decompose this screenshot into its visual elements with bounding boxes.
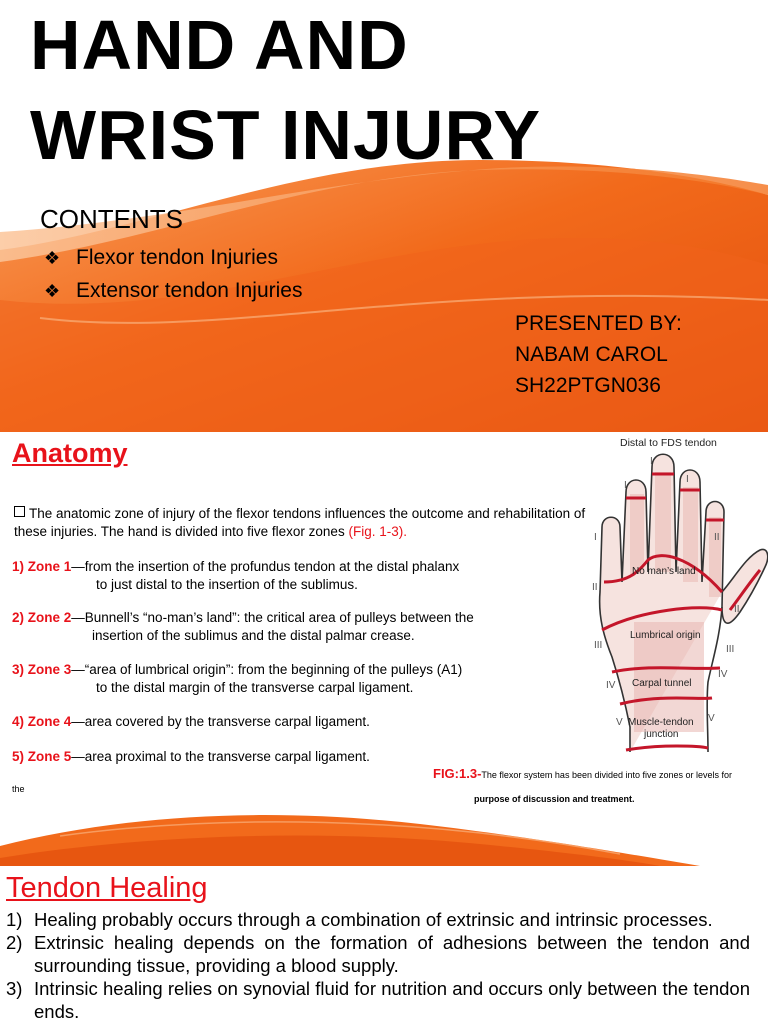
tendon-healing-slide: Tendon Healing 1) Healing probably occur… [0,866,768,1024]
list-item: 2) Extrinsic healing depends on the form… [6,931,750,977]
svg-text:III: III [726,644,734,655]
svg-text:I: I [624,480,627,491]
stray-text: the [12,784,25,794]
hand-flexor-zones-diagram: Distal to FDS tendon No man’s land Lumbr… [592,437,768,753]
zone-text: —“area of lumbrical origin”: from the be… [71,662,463,677]
presenter-id: SH22PTGN036 [515,374,661,397]
anatomy-slide: Anatomy The anatomic zone of injury of t… [0,432,768,866]
svg-text:IV: IV [718,669,728,680]
list-text: Extrinsic healing depends on the formati… [34,932,750,976]
title-slide: HAND AND WRIST INJURY CONTENTS ❖ Flexor … [0,0,768,432]
svg-text:V: V [616,717,623,728]
diamond-bullet-icon: ❖ [44,281,61,301]
tendon-healing-heading: Tendon Healing [6,872,208,904]
svg-text:I: I [686,474,689,485]
figure-caption-cont: purpose of discussion and treatment. [474,794,635,804]
zone-text: —from the insertion of the profundus ten… [71,559,460,574]
zone-item: 1) Zone 1—from the insertion of the prof… [12,558,572,594]
zone-item: 3) Zone 3—“area of lumbrical origin”: fr… [12,661,572,697]
list-item: 3) Intrinsic healing relies on synovial … [6,977,750,1023]
finger-tendon-shade [655,472,671,572]
presenter-name: NABAM CAROL [515,343,668,366]
finger-tendon-shade [630,494,644,574]
zone-item: 5) Zone 5—area proximal to the transvers… [12,748,572,766]
label-lumbrical: Lumbrical origin [630,630,701,641]
zone-number: 2) Zone 2 [12,610,72,625]
finger-tendon-shade [683,487,698,582]
zone-number: 4) Zone 4 [12,714,72,729]
figure-caption: FIG:1.3-The flexor system has been divid… [433,766,732,781]
contents-item-label: Extensor tendon Injuries [76,279,303,302]
label-muscle-tendon: Muscle-tendon [628,717,694,728]
zone-text-cont: insertion of the sublimus and the distal… [92,628,415,643]
contents-item: ❖ Extensor tendon Injuries [44,279,302,303]
list-text: Healing probably occurs through a combin… [34,909,713,930]
svg-text:V: V [708,713,715,724]
anatomy-heading: Anatomy [12,438,128,468]
zone-item: 4) Zone 4—area covered by the transverse… [12,713,572,731]
figure-reference: (Fig. 1-3). [348,524,407,539]
palm-tendons-shade [634,622,704,732]
svg-text:IV: IV [606,680,616,691]
label-distal-fds: Distal to FDS tendon [620,437,717,449]
zone-item: 2) Zone 2—Bunnell’s “no-man’s land”: the… [12,609,572,645]
zone-text-cont: to just distal to the insertion of the s… [96,577,358,592]
finger-tendon-shade [709,517,721,597]
zone-text: —area proximal to the transverse carpal … [71,749,370,764]
list-number: 2) [6,932,23,953]
title-line-1: HAND AND [30,6,409,84]
figure-label: FIG:1.3- [433,766,482,781]
zone-boundary-lines [601,472,762,752]
diamond-bullet-icon: ❖ [44,248,61,268]
list-text: Intrinsic healing relies on synovial flu… [34,978,750,1022]
svg-text:I: I [594,532,597,543]
zone-text: —Bunnell’s “no-man’s land”: the critical… [71,610,474,625]
presented-by-label: PRESENTED BY: [515,312,682,335]
label-no-mans-land: No man’s land [632,566,696,577]
zone-number: 5) Zone 5 [12,749,72,764]
intro-text: The anatomic zone of injury of the flexo… [14,506,586,539]
orange-wave-divider [0,815,700,866]
contents-item: ❖ Flexor tendon Injuries [44,246,278,270]
contents-item-label: Flexor tendon Injuries [76,246,278,269]
zone-text-cont: to the distal margin of the transverse c… [96,680,414,695]
figure-caption-text: The flexor system has been divided into … [481,770,733,780]
zone-number: 1) Zone 1 [12,559,72,574]
svg-text:II: II [592,582,598,593]
healing-list: 1) Healing probably occurs through a com… [6,908,750,1023]
zone-text: —area covered by the transverse carpal l… [71,714,370,729]
zone-number: 3) Zone 3 [12,662,72,677]
checkbox-bullet-icon [14,506,25,517]
intro-paragraph: The anatomic zone of injury of the flexo… [14,505,594,541]
svg-text:II: II [714,532,720,543]
label-carpal: Carpal tunnel [632,678,691,689]
wrist-outline [706,606,723,753]
contents-heading: CONTENTS [40,204,183,234]
svg-text:II: II [734,604,740,615]
svg-text:I: I [650,456,653,467]
title-line-2: WRIST INJURY [30,96,542,174]
label-junction: junction [643,729,678,740]
list-item: 1) Healing probably occurs through a com… [6,908,750,931]
orange-wave-background [0,160,768,432]
list-number: 1) [6,909,23,930]
list-number: 3) [6,978,23,999]
svg-text:III: III [594,640,602,651]
